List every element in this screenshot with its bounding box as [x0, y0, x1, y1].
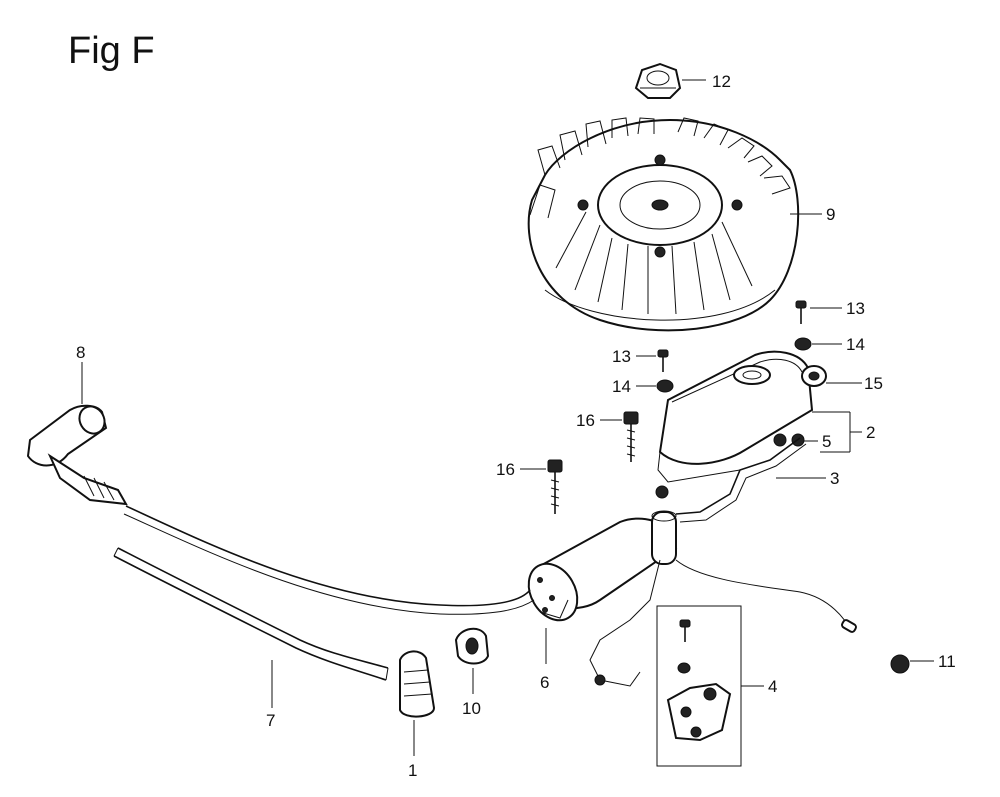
label-part-6: 6 — [540, 673, 549, 692]
coil-wire-left — [589, 559, 661, 687]
part-5-nut[interactable] — [773, 433, 805, 447]
part-13-screw-left[interactable] — [657, 349, 669, 372]
label-part-2: 2 — [866, 423, 875, 442]
part-2-cover[interactable] — [657, 350, 814, 483]
label-part-16-lower: 16 — [496, 460, 515, 479]
label-part-12: 12 — [712, 72, 731, 91]
part-13-screw-right[interactable] — [795, 300, 807, 324]
part-12-flywheel-nut[interactable] — [634, 62, 682, 99]
part-7-tube[interactable] — [113, 547, 389, 681]
part-16-bolt-lower[interactable] — [547, 459, 563, 514]
label-part-15: 15 — [864, 374, 883, 393]
label-part-13-right: 13 — [846, 299, 865, 318]
label-part-7: 7 — [266, 711, 275, 730]
part-6-ignition-coil[interactable] — [519, 510, 678, 629]
label-part-14-right: 14 — [846, 335, 865, 354]
ht-lead-upper — [125, 505, 531, 607]
part-14-washer-left[interactable] — [656, 379, 674, 393]
wire-terminal-right — [841, 619, 857, 633]
label-part-4: 4 — [768, 677, 777, 696]
label-part-16-upper: 16 — [576, 411, 595, 430]
coil-wire-right — [675, 559, 851, 631]
label-part-9: 9 — [826, 205, 835, 224]
label-part-14-left: 14 — [612, 377, 631, 396]
part-3-wire[interactable] — [655, 437, 807, 523]
figure-title: Fig F — [68, 30, 155, 72]
label-part-8: 8 — [76, 343, 85, 362]
label-part-1: 1 — [408, 761, 417, 780]
label-part-11: 11 — [938, 652, 956, 671]
part-4-switch-assembly[interactable] — [656, 605, 742, 767]
wire-terminal-left — [594, 674, 606, 686]
part-16-bolt-upper[interactable] — [623, 411, 639, 462]
label-part-3: 3 — [830, 469, 839, 488]
label-part-10: 10 — [462, 699, 481, 718]
part-10-grommet[interactable] — [454, 627, 490, 665]
part-14-washer-right[interactable] — [794, 337, 812, 351]
part-11-nut[interactable] — [890, 654, 910, 674]
part-15-grommet[interactable] — [801, 365, 827, 387]
part-9-flywheel[interactable] — [527, 117, 800, 332]
part-8-spark-plug-cap[interactable] — [26, 402, 128, 506]
part-1-boot[interactable] — [399, 650, 436, 718]
ht-lead-lower — [123, 513, 535, 615]
label-part-13-left: 13 — [612, 347, 631, 366]
label-part-5: 5 — [822, 432, 831, 451]
